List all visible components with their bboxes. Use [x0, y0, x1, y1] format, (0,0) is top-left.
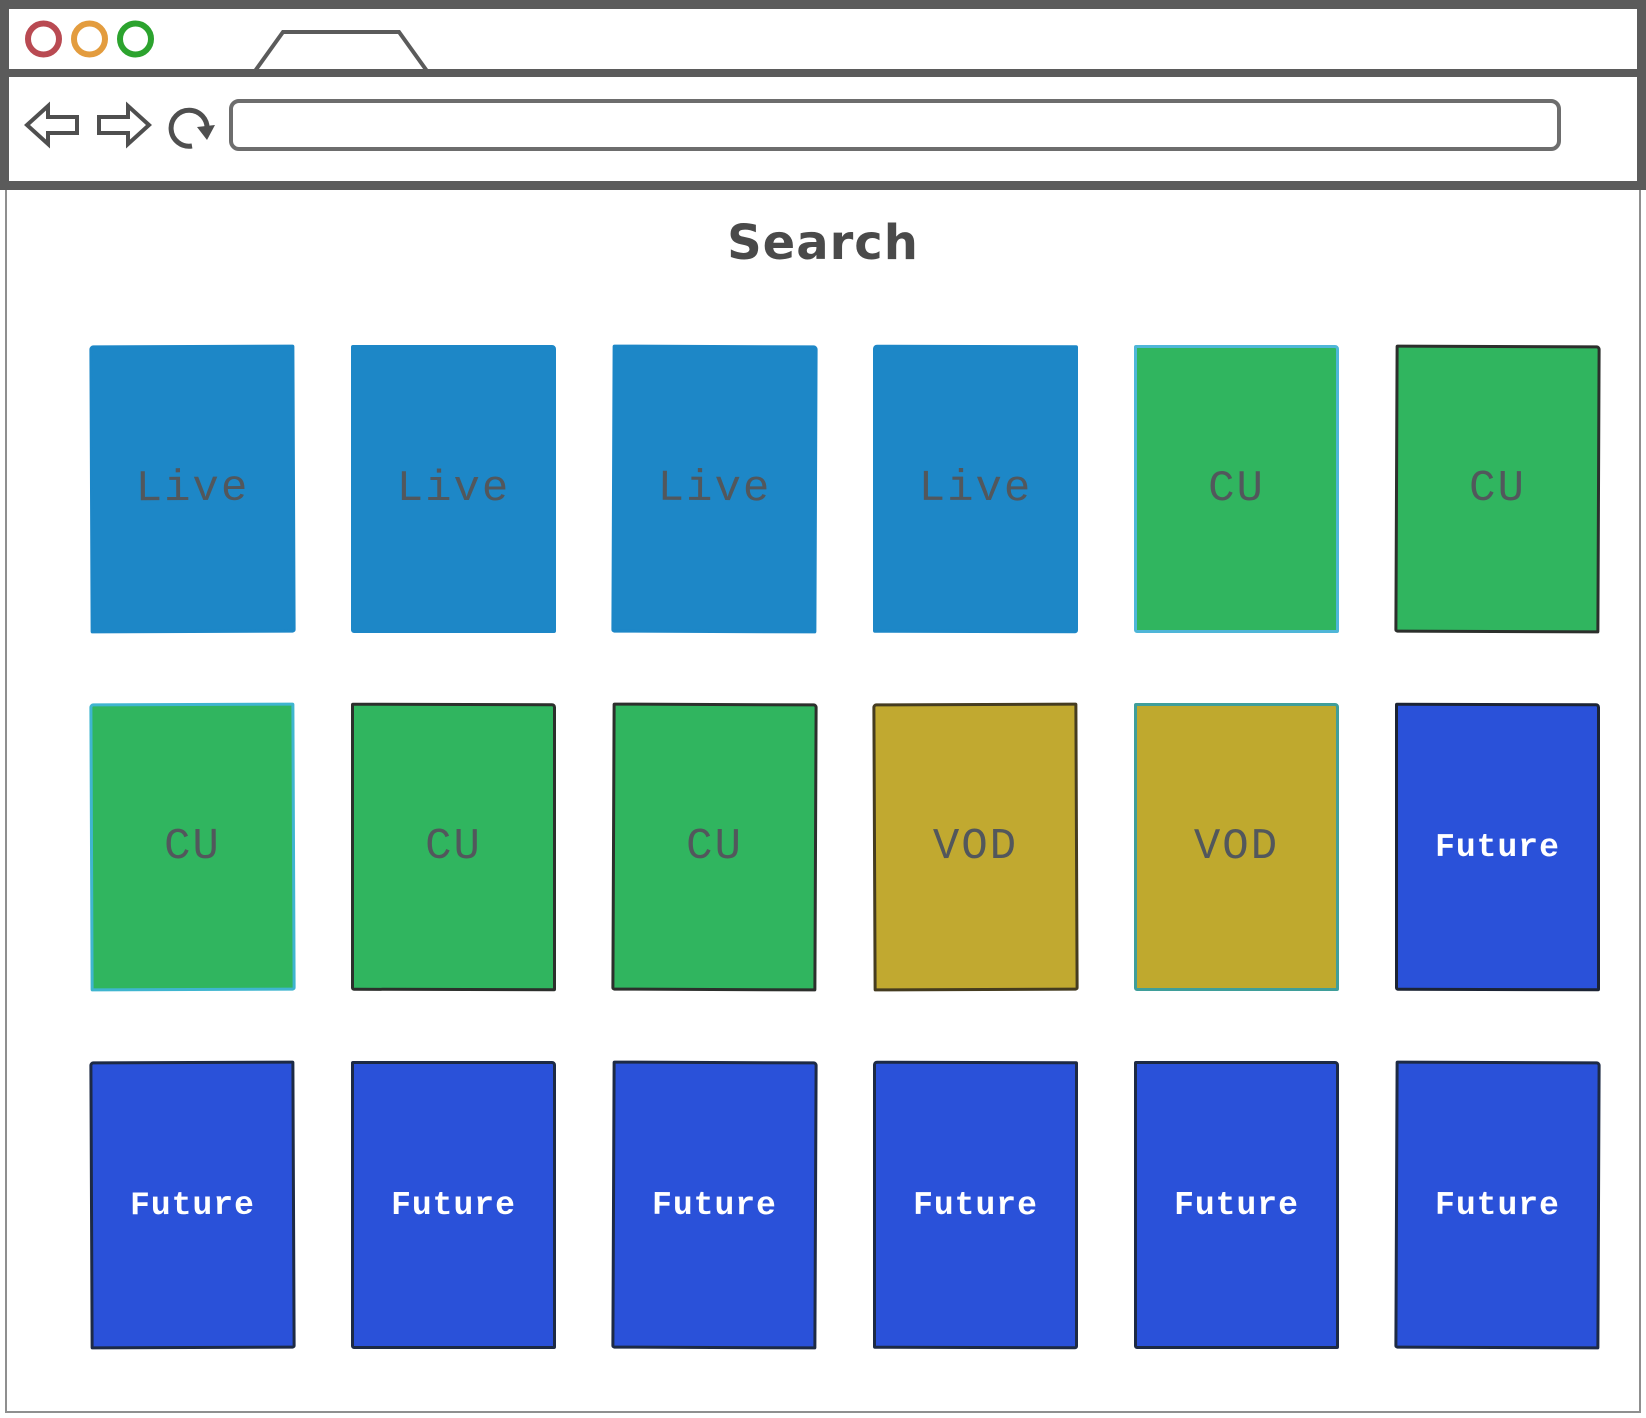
grid-card[interactable]: VOD: [1134, 703, 1339, 991]
card-label: Future: [1434, 1186, 1560, 1224]
close-button[interactable]: [25, 20, 62, 58]
card-label: Live: [396, 464, 511, 514]
grid-card[interactable]: Future: [611, 1060, 818, 1350]
navigation-bar: [9, 77, 1637, 173]
grid-card[interactable]: Live: [873, 344, 1078, 634]
grid-card[interactable]: Future: [1394, 1060, 1601, 1350]
grid-card[interactable]: CU: [1134, 345, 1339, 633]
card-label: Live: [918, 463, 1033, 515]
grid-card[interactable]: CU: [1394, 344, 1601, 634]
card-label: CU: [425, 821, 482, 873]
grid-card[interactable]: Future: [873, 1060, 1078, 1350]
grid-card[interactable]: CU: [611, 702, 818, 992]
tab-bar: [9, 9, 1637, 77]
forward-button[interactable]: [95, 100, 153, 150]
card-label: Future: [651, 1186, 777, 1224]
grid-card[interactable]: VOD: [872, 702, 1079, 992]
card-label: Future: [129, 1186, 255, 1224]
page-content: Search Live Live Live Live CU CU CU CU C…: [5, 190, 1641, 1413]
card-label: CU: [1208, 464, 1265, 514]
grid-card[interactable]: Live: [89, 344, 296, 634]
page-title: Search: [727, 215, 919, 271]
grid-card[interactable]: Live: [611, 344, 818, 634]
grid-card[interactable]: CU: [89, 702, 296, 992]
grid-card[interactable]: Live: [351, 345, 556, 633]
grid-card[interactable]: Future: [89, 1060, 296, 1350]
back-arrow-icon: [24, 101, 79, 149]
maximize-button[interactable]: [117, 20, 154, 58]
back-button[interactable]: [23, 100, 81, 150]
refresh-icon: [168, 107, 215, 149]
url-input[interactable]: [229, 99, 1561, 151]
card-label: VOD: [932, 821, 1019, 873]
grid-card[interactable]: Future: [351, 1061, 556, 1349]
browser-chrome: [0, 0, 1646, 190]
refresh-button[interactable]: [167, 97, 217, 153]
browser-tab[interactable]: [252, 29, 430, 71]
card-label: Live: [135, 463, 250, 515]
card-grid: Live Live Live Live CU CU CU CU CU VOD V…: [89, 344, 1601, 1350]
grid-card[interactable]: Future: [1395, 702, 1600, 992]
forward-arrow-icon: [97, 101, 152, 149]
card-label: CU: [685, 821, 744, 873]
grid-card[interactable]: Future: [1134, 1061, 1339, 1349]
card-label: Future: [1174, 1186, 1299, 1224]
card-label: CU: [163, 821, 222, 873]
card-label: Future: [1435, 828, 1560, 866]
card-label: Future: [913, 1186, 1038, 1224]
window-controls: [25, 20, 154, 58]
card-label: Live: [657, 463, 772, 515]
grid-card[interactable]: CU: [351, 702, 556, 992]
card-label: Future: [391, 1186, 516, 1224]
minimize-button[interactable]: [71, 20, 108, 58]
card-label: VOD: [1193, 822, 1280, 872]
card-label: CU: [1468, 463, 1527, 515]
